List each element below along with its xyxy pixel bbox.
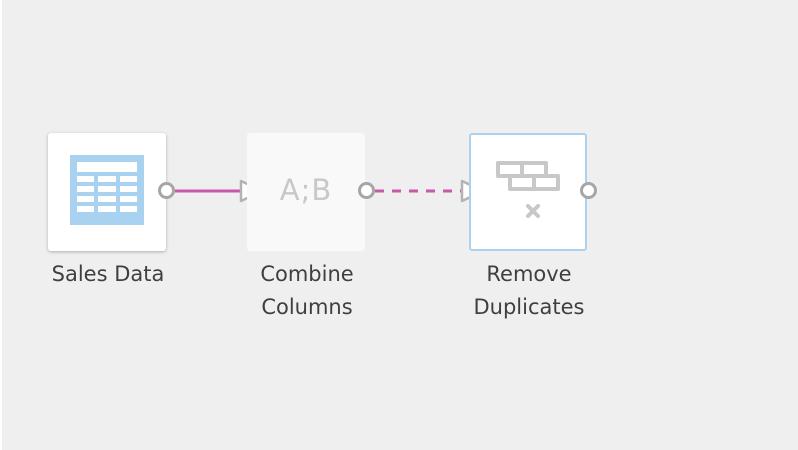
output-port[interactable]: [358, 182, 375, 199]
output-port[interactable]: [580, 182, 597, 199]
node-remove-duplicates[interactable]: [469, 133, 587, 251]
caption-line: Combine: [260, 262, 354, 286]
caption-line: Columns: [261, 295, 353, 319]
table-icon: [70, 155, 144, 225]
node-caption-combine-columns: Combine Columns: [222, 258, 392, 324]
node-caption-sales-data: Sales Data: [23, 258, 193, 291]
caption-line: Duplicates: [473, 295, 585, 319]
caption-line: Sales Data: [51, 262, 165, 286]
output-port[interactable]: [158, 182, 175, 199]
node-caption-remove-duplicates: Remove Duplicates: [444, 258, 614, 324]
caption-line: Remove: [486, 262, 572, 286]
combine-columns-icon: A;B: [279, 173, 333, 207]
remove-duplicates-icon: [496, 161, 560, 218]
link-combine-to-remove[interactable]: [375, 179, 485, 203]
node-combine-columns[interactable]: A;B: [247, 133, 365, 251]
node-sales-data[interactable]: [48, 133, 166, 251]
